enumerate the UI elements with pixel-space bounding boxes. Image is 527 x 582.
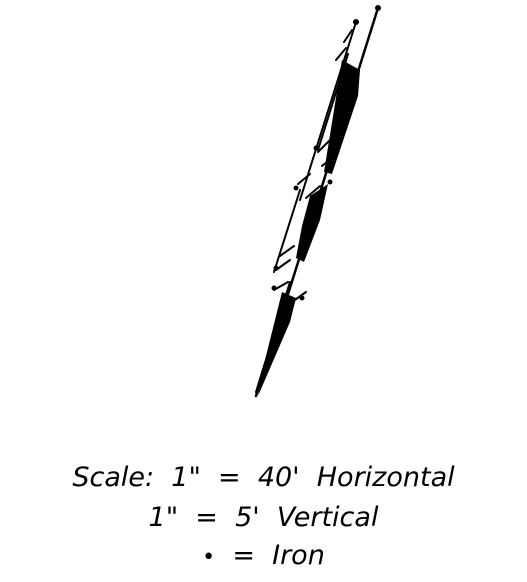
iron-dot <box>327 179 333 185</box>
iron-dot <box>375 5 381 11</box>
lower-wedge <box>258 292 296 396</box>
iron-dot <box>299 295 305 301</box>
middle-wedge <box>296 184 328 262</box>
iron-dot <box>271 285 277 291</box>
iron-legend: • = Iron <box>0 540 527 574</box>
iron-legend-symbol: • <box>202 545 216 570</box>
iron-dot <box>353 19 359 25</box>
scale-vertical-caption: 1" = 5' Vertical <box>148 502 379 533</box>
iron-dot <box>273 265 279 271</box>
upper-wedge <box>324 60 360 174</box>
filled-wedges <box>258 60 360 396</box>
scale-horizontal-caption: Scale: 1" = 40' Horizontal <box>72 462 455 493</box>
iron-dot <box>293 185 299 191</box>
iron-markers <box>271 5 381 301</box>
iron-legend-text: = Iron <box>232 540 325 571</box>
iron-dot <box>313 145 319 151</box>
